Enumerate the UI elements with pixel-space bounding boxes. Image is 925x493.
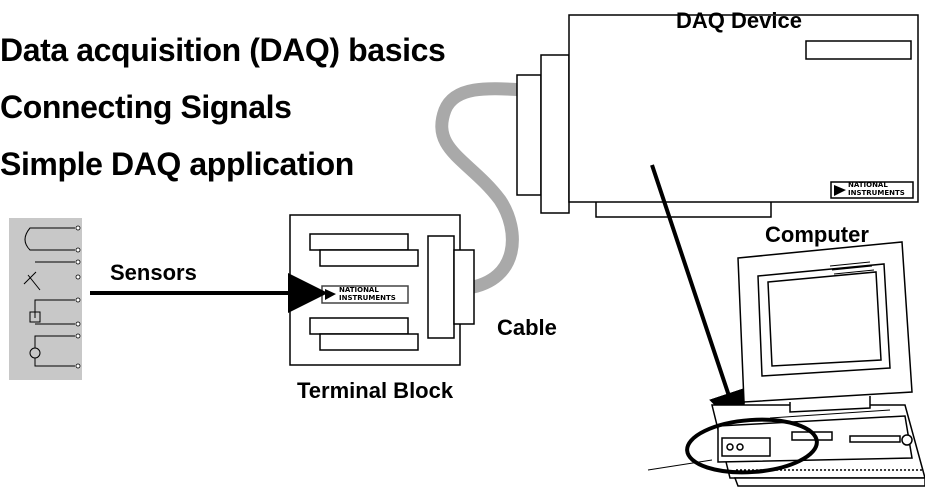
computer <box>711 241 925 487</box>
topic-simple-daq-application: Simple DAQ application <box>0 146 354 182</box>
daq-device <box>516 14 919 218</box>
topic-connecting-signals: Connecting Signals <box>0 89 292 125</box>
cable <box>435 82 532 295</box>
topic-daq-basics: Data acquisition (DAQ) basics <box>0 32 446 68</box>
label-terminal-block: Terminal Block <box>297 378 454 403</box>
label-computer: Computer <box>765 222 869 247</box>
callout-line <box>647 459 713 471</box>
label-cable: Cable <box>497 315 557 340</box>
daq-card-slot-highlight <box>685 417 819 475</box>
daq-device-logo <box>830 181 914 199</box>
label-daq-device: DAQ Device <box>676 8 802 33</box>
sensor-panel <box>9 218 82 380</box>
daq-to-computer-arrow <box>650 164 748 432</box>
label-sensors: Sensors <box>110 260 197 285</box>
